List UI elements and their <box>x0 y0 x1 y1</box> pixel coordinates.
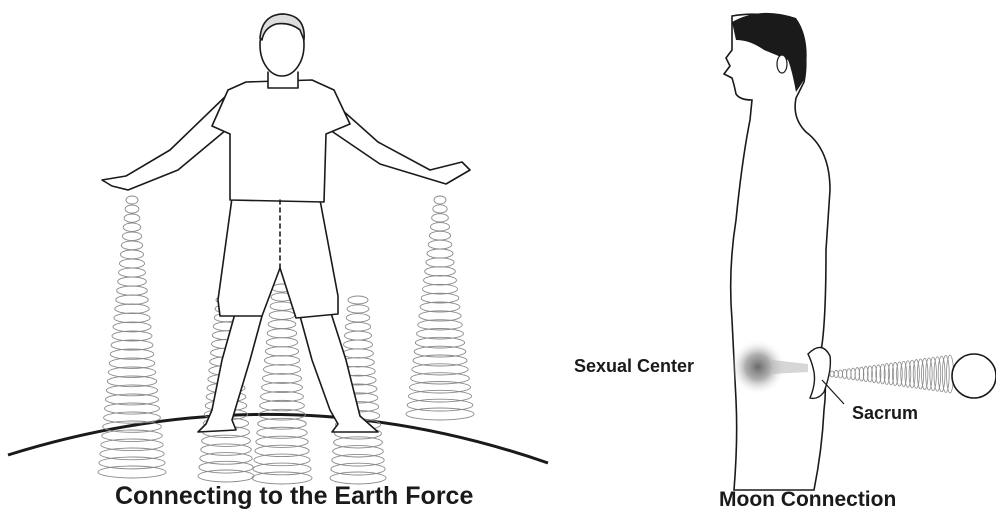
spiral-coil-4-ring <box>267 329 297 338</box>
spiral-coil-2-ring <box>412 364 468 375</box>
spiral-coil-4-ring <box>269 311 295 320</box>
spiral-coil-2-ring <box>434 196 446 204</box>
moon <box>952 354 996 398</box>
moon-beam-ring <box>830 371 834 377</box>
spiral-coil-1-ring <box>124 214 140 222</box>
spiral-coil-1-ring <box>114 313 150 323</box>
spiral-coil-2-ring <box>410 382 471 394</box>
moon-connection-figure: Sexual Center Sacrum Moon Connection <box>560 0 996 519</box>
moon-connection-illustration <box>560 0 996 519</box>
spiral-coil-1-ring <box>123 223 141 231</box>
spiral-coil-2-ring <box>408 390 471 402</box>
spiral-coil-1-ring <box>102 430 163 441</box>
right-leg <box>300 310 378 432</box>
spiral-coil-2-ring <box>433 205 447 213</box>
moon-beam-ring <box>834 370 838 377</box>
moon-beam-ring <box>838 370 842 378</box>
spiral-coil-2-ring <box>428 240 452 249</box>
spiral-coil-1-ring <box>98 466 166 478</box>
spiral-coil-4-ring <box>263 365 300 375</box>
caption-earth-force: Connecting to the Earth Force <box>115 482 473 511</box>
tshirt <box>212 80 350 202</box>
spiral-coil-1-ring <box>112 331 152 341</box>
spiral-coil-5-ring <box>346 314 370 322</box>
spiral-coil-2-ring <box>426 258 454 267</box>
spiral-coil-4-ring <box>262 374 301 384</box>
spiral-coil-1-ring <box>119 259 144 268</box>
moon-beam-ring <box>942 356 949 393</box>
earth-force-figure: Connecting to the Earth Force <box>0 0 560 519</box>
spiral-coil-2-ring <box>424 276 457 286</box>
spiral-coil-1-ring <box>126 196 138 204</box>
left-arm <box>102 92 230 190</box>
spiral-coil-5-ring <box>343 349 374 358</box>
moon-beam-ring <box>926 358 932 390</box>
spiral-coil-2-ring <box>422 284 457 294</box>
ear <box>777 55 787 73</box>
spiral-coil-1-ring <box>121 241 142 250</box>
spiral-coil-1-ring <box>119 268 146 277</box>
spiral-coil-1-ring <box>113 322 151 332</box>
label-sacrum: Sacrum <box>852 403 918 424</box>
spiral-coil-5-ring <box>332 454 384 466</box>
moon-beam-ring <box>842 369 846 378</box>
moon-beam-ring <box>930 357 937 390</box>
spiral-coil-2-ring <box>427 249 453 258</box>
spiral-coil-1-ring <box>117 286 148 295</box>
spiral-coil-2-ring <box>429 231 450 240</box>
right-arm <box>322 92 470 184</box>
earth-force-illustration <box>0 0 560 519</box>
spiral-coil-4-ring <box>255 445 309 456</box>
spiral-coil-2-ring <box>431 223 450 232</box>
moon-energy-beam <box>830 355 954 393</box>
spiral-coil-2-ring <box>425 267 456 276</box>
spiral-coil-5-ring <box>334 437 383 448</box>
spiral-coil-1-ring <box>100 448 164 460</box>
spiral-coil-5-ring <box>344 331 371 340</box>
spiral-coil-2-ring <box>406 408 474 420</box>
profile-body <box>724 14 830 490</box>
spiral-coil-4-ring <box>253 463 311 475</box>
spiral-coil-1-ring <box>125 205 139 213</box>
spiral-coil-5-ring <box>345 322 370 331</box>
caption-moon-connection: Moon Connection <box>719 488 896 512</box>
label-sexual-center: Sexual Center <box>574 356 694 377</box>
spiral-coil-4-ring <box>265 347 298 356</box>
spiral-coil-2-ring <box>421 293 459 303</box>
spiral-coil-5-ring <box>348 296 368 304</box>
spiral-coil-1-ring <box>118 277 147 286</box>
standing-person <box>102 14 470 432</box>
moon-beam-ring <box>934 357 941 392</box>
spiral-coil-1-ring <box>99 457 165 469</box>
spiral-coil-1-ring <box>120 250 143 259</box>
spiral-coil-2-ring <box>411 373 470 384</box>
spiral-coil-4-ring <box>270 302 294 310</box>
spiral-coil-4-ring <box>266 338 297 347</box>
spiral-coil-2-ring <box>432 214 449 222</box>
spiral-coil-4-ring <box>264 356 299 366</box>
spiral-coil-3-ring <box>202 435 251 446</box>
earth-horizon <box>8 414 548 463</box>
shorts <box>218 198 338 318</box>
spiral-coil-1-ring <box>115 304 149 314</box>
spiral-coil-1-ring <box>116 295 149 304</box>
spiral-coil-3-ring <box>198 470 254 482</box>
spiral-coil-5-ring <box>333 446 384 457</box>
spiral-coil-5-ring <box>344 340 373 349</box>
spiral-coil-1-ring <box>101 439 163 451</box>
moon-beam-ring <box>938 356 945 392</box>
spiral-coil-4-ring <box>254 454 310 466</box>
spiral-coil-3-ring <box>201 444 252 455</box>
spiral-coil-1-ring <box>122 232 141 241</box>
spiral-coil-4-ring <box>268 320 296 329</box>
spiral-coil-5-ring <box>347 305 369 313</box>
